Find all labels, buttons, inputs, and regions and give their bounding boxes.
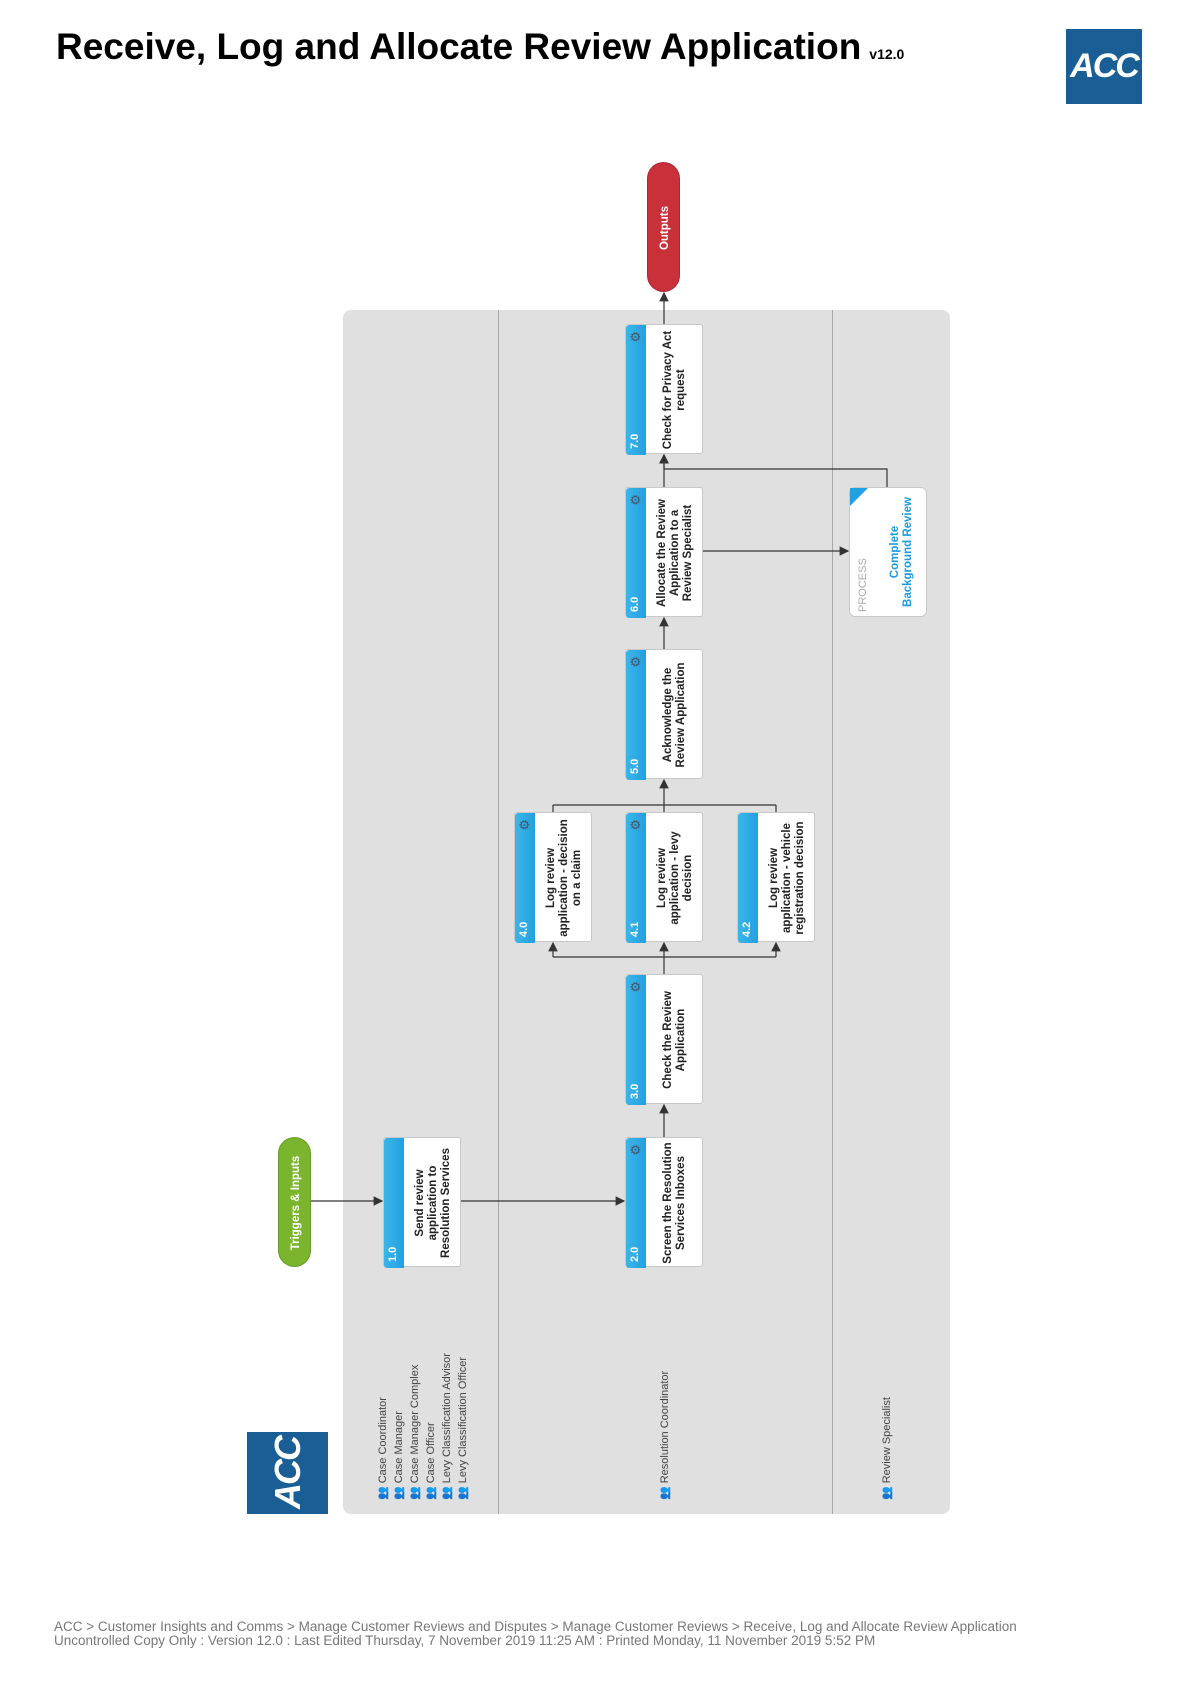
role-item: 👥 Levy Classification Advisor — [439, 1353, 455, 1500]
person-icon: 👥 — [457, 1486, 469, 1500]
person-icon: 👥 — [377, 1486, 389, 1500]
footer-breadcrumb: ACC > Customer Insights and Comms > Mana… — [54, 1619, 1017, 1634]
role-name: Resolution Coordinator — [659, 1370, 671, 1484]
step-text: Allocate the Review Application to a Rev… — [655, 499, 694, 608]
role-name: Levy Classification Officer — [457, 1356, 469, 1484]
step-number: 3.0 — [629, 1083, 641, 1099]
role-list: 👥 Case Coordinator 👥 Case Manager 👥 Case Ma… — [375, 1353, 471, 1500]
step-number: 1.0 — [387, 1246, 399, 1262]
role-item: 👥 Case Coordinator — [375, 1353, 391, 1500]
step-text: Send review application to Resolution Se… — [413, 1148, 452, 1258]
step-3-0[interactable]: 3.0 ⚙ Check the Review Application — [625, 974, 703, 1105]
step-text: Log review application - vehicle registr… — [767, 821, 806, 935]
process-corner-icon — [850, 488, 868, 506]
step-text: Acknowledge the Review Application — [662, 662, 687, 768]
step-number: 2.0 — [629, 1246, 641, 1262]
page-title: Receive, Log and Allocate Review Applica… — [56, 26, 904, 68]
step-text: Check the Review Application — [662, 991, 687, 1089]
role-item: 👥 Case Officer — [423, 1353, 439, 1500]
step-strip: 5.0 ⚙ — [626, 650, 646, 780]
step-strip: 6.0 ⚙ — [626, 488, 646, 618]
step-strip: 1.0 — [384, 1138, 404, 1268]
triggers-label: Triggers & Inputs — [289, 1155, 302, 1251]
step-text: Log review application - levy decision — [655, 831, 694, 925]
title-text: Receive, Log and Allocate Review Applica… — [56, 26, 862, 67]
role-name: Case Manager Complex — [409, 1364, 421, 1484]
step-text: Check for Privacy Act request — [662, 330, 687, 450]
person-icon: 👥 — [659, 1486, 671, 1500]
gear-icon: ⚙ — [628, 331, 643, 343]
role-name: Review Specialist — [881, 1397, 893, 1484]
role-item: 👥 Levy Classification Officer — [455, 1353, 471, 1500]
step-number: 4.0 — [518, 921, 530, 937]
role-name: Case Coordinator — [377, 1397, 389, 1484]
gear-icon: ⚙ — [628, 1144, 643, 1156]
step-4-1[interactable]: 4.1 ⚙ Log review application - levy decisi… — [625, 812, 703, 943]
role-name: Levy Classification Advisor — [441, 1353, 453, 1484]
triggers-inputs-terminal[interactable]: Triggers & Inputs — [278, 1137, 311, 1267]
step-number: 7.0 — [629, 433, 641, 449]
outputs-label: Outputs — [658, 205, 671, 251]
person-icon: 👥 — [393, 1486, 405, 1500]
process-tag: PROCESS — [857, 558, 869, 612]
step-6-0[interactable]: 6.0 ⚙ Allocate the Review Application to a… — [625, 487, 703, 618]
acc-logo-rotated: ACC — [247, 1432, 328, 1514]
role-name: Case Officer — [425, 1422, 437, 1484]
step-strip: 2.0 ⚙ — [626, 1138, 646, 1268]
step-strip: 4.1 ⚙ — [626, 813, 646, 943]
step-number: 6.0 — [629, 596, 641, 612]
step-number: 4.1 — [629, 921, 641, 937]
person-icon: 👥 — [425, 1486, 437, 1500]
lane-divider — [498, 310, 499, 1514]
role-item: 👥 Case Manager Complex — [407, 1353, 423, 1500]
gear-icon: ⚙ — [628, 494, 643, 506]
step-number: 5.0 — [629, 758, 641, 774]
step-1-0[interactable]: 1.0 Send review application to Resolution… — [383, 1137, 461, 1268]
role-item: 👥 Case Manager — [391, 1353, 407, 1500]
step-text: Log review application - decision on a c… — [544, 819, 583, 937]
connector — [664, 468, 888, 487]
step-4-0[interactable]: 4.0 ⚙ Log review application - decision on… — [514, 812, 592, 943]
step-strip: 4.2 — [738, 813, 758, 943]
footer: ACC > Customer Insights and Comms > Mana… — [54, 1620, 1017, 1648]
gear-icon: ⚙ — [628, 819, 643, 831]
process-link-text: Complete Background Review — [889, 497, 914, 607]
outputs-terminal[interactable]: Outputs — [647, 162, 680, 292]
person-icon: 👥 — [409, 1486, 421, 1500]
lane-divider — [832, 310, 833, 1514]
step-strip: 3.0 ⚙ — [626, 975, 646, 1105]
step-text: Screen the Resolution Services Inboxes — [662, 1142, 687, 1264]
person-icon: 👥 — [441, 1486, 453, 1500]
step-5-0[interactable]: 5.0 ⚙ Acknowledge the Review Application — [625, 649, 703, 780]
gear-icon: ⚙ — [628, 656, 643, 668]
role-name: Case Manager — [393, 1411, 405, 1484]
version-label: v12.0 — [869, 46, 905, 62]
step-2-0[interactable]: 2.0 ⚙ Screen the Resolution Services Inbox… — [625, 1137, 703, 1268]
step-strip: 4.0 ⚙ — [515, 813, 535, 943]
footer-status: Uncontrolled Copy Only : Version 12.0 : … — [54, 1633, 876, 1648]
step-strip: 7.0 ⚙ — [626, 325, 646, 455]
process-link-complete-background-review[interactable]: PROCESS Complete Background Review — [849, 487, 927, 617]
step-7-0[interactable]: 7.0 ⚙ Check for Privacy Act request — [625, 324, 703, 455]
person-icon: 👥 — [881, 1486, 893, 1500]
step-4-2[interactable]: 4.2 Log review application - vehicle regi… — [737, 812, 815, 943]
gear-icon: ⚙ — [628, 981, 643, 993]
acc-logo: ACC — [1066, 29, 1142, 104]
gear-icon: ⚙ — [517, 819, 532, 831]
logo-text: ACC — [1070, 47, 1140, 85]
step-number: 4.2 — [741, 921, 753, 937]
